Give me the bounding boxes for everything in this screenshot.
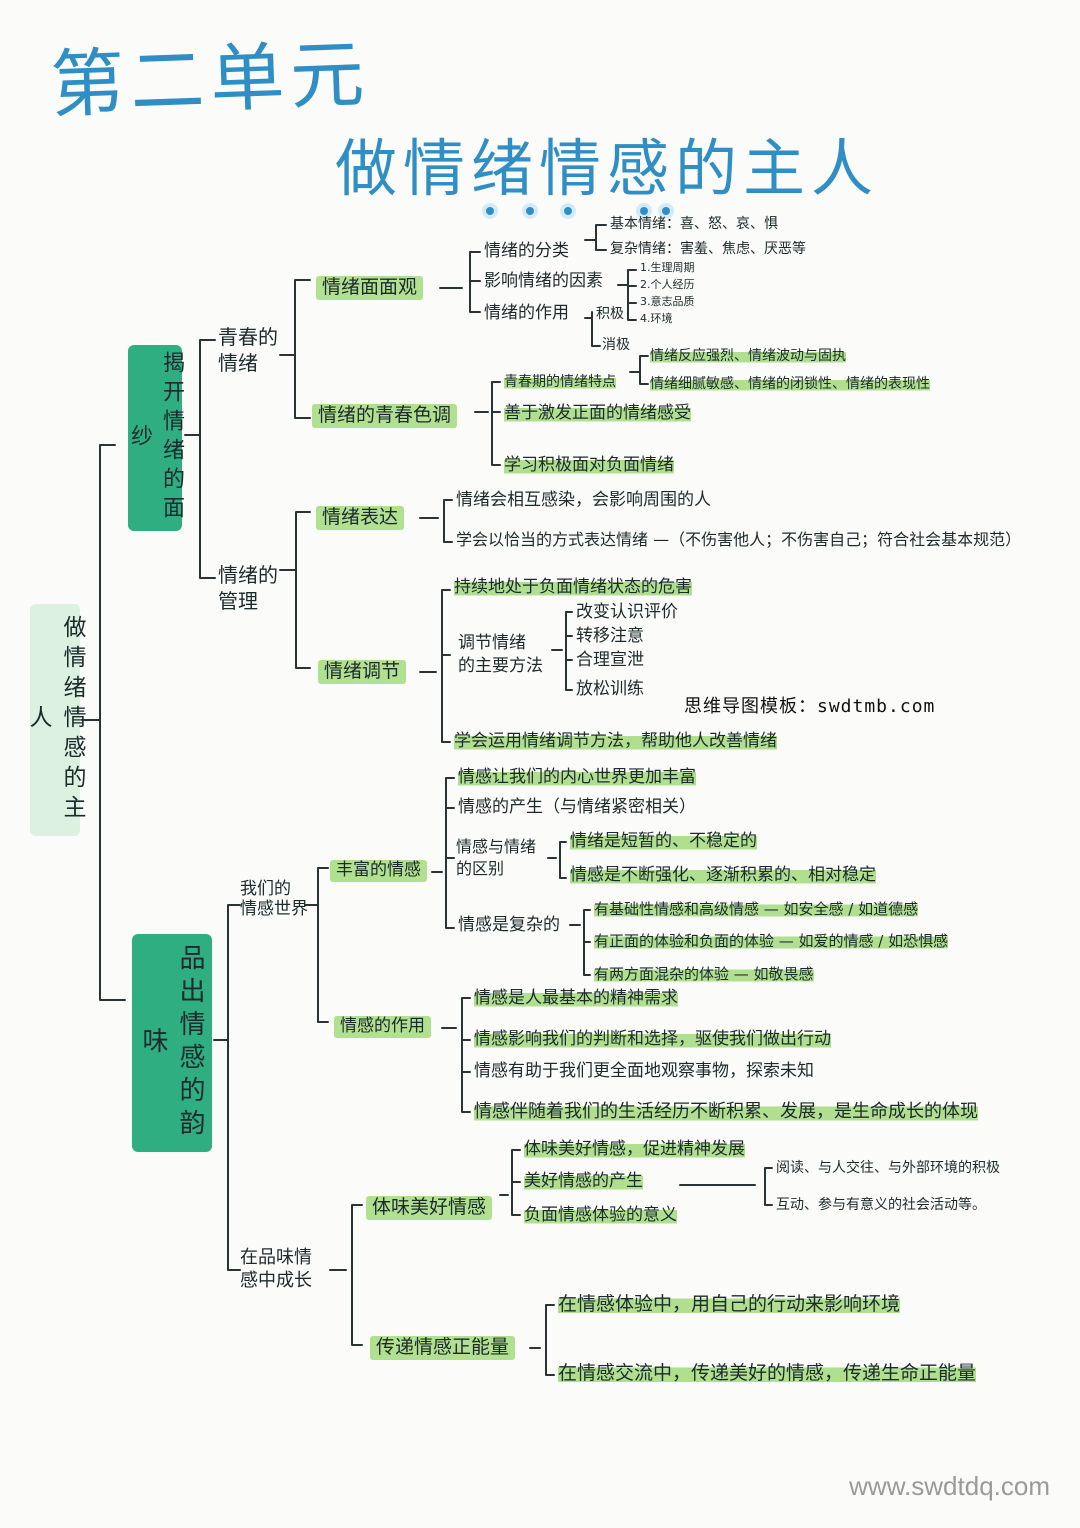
node-fengfu-qinggan: 丰富的情感 bbox=[330, 860, 427, 882]
branch-node-1: 揭开情绪的面纱 bbox=[127, 345, 184, 531]
subtopic-qingxu-guanli: 情绪的 管理 bbox=[218, 563, 278, 613]
node-leaf: 有两方面混杂的体验 — 如敬畏感 bbox=[594, 965, 814, 983]
node-leaf: 消极 bbox=[602, 337, 630, 353]
subtopic-qinggan-shijie: 我们的 情感世界 bbox=[240, 879, 308, 919]
watermark-template: 思维导图模板：swdtmb.com bbox=[684, 692, 936, 718]
node-item: 在情感交流中，传递美好的情感，传递生命正能量 bbox=[558, 1362, 977, 1384]
node-item: 学会运用情绪调节方法，帮助他人改善情绪 bbox=[454, 731, 777, 751]
node-leaf: 基本情绪：喜、怒、哀、惧 bbox=[610, 216, 778, 232]
node-qingxu-biaoda: 情绪表达 bbox=[316, 506, 405, 530]
node-item: 学会以恰当的方式表达情绪 —（不伤害他人；不伤害自己；符合社会基本规范） bbox=[456, 530, 1022, 549]
node-qingxu-tiaojie: 情绪调节 bbox=[318, 660, 407, 684]
node-item: 青春期的情绪特点 bbox=[504, 374, 616, 390]
node-item: 情感是复杂的 bbox=[458, 915, 560, 935]
node-item: 情绪的作用 bbox=[484, 303, 569, 323]
decoration-dot bbox=[662, 207, 670, 215]
node-item: 美好情感的产生 bbox=[524, 1171, 643, 1191]
node-leaf: 有正面的体验和负面的体验 — 如爱的情感 / 如恐惧感 bbox=[594, 932, 949, 950]
node-leaf: 2.个人经历 bbox=[640, 278, 695, 291]
decoration-dot bbox=[564, 207, 572, 215]
node-leaf: 复杂情绪：害羞、焦虑、厌恶等 bbox=[610, 241, 806, 257]
node-item: 体味美好情感，促进精神发展 bbox=[524, 1139, 745, 1159]
decoration-dot bbox=[526, 207, 534, 215]
node-leaf: 阅读、与人交往、与外部环境的积极 bbox=[776, 1160, 1000, 1176]
node-item: 持续地处于负面情绪状态的危害 bbox=[454, 577, 692, 597]
node-item: 调节情绪 的主要方法 bbox=[458, 633, 543, 676]
main-title: 做情绪情感的主人 bbox=[335, 132, 880, 205]
node-qingchun-sediao: 情绪的青春色调 bbox=[312, 404, 458, 428]
decoration-dot bbox=[640, 207, 648, 215]
subtopic-pinwei-chengzhang: 在品味情 感中成长 bbox=[240, 1247, 312, 1292]
node-item: 情感是人最基本的精神需求 bbox=[474, 988, 678, 1008]
node-leaf: 放松训练 bbox=[576, 679, 644, 699]
node-item: 善于激发正面的情绪感受 bbox=[504, 403, 691, 423]
node-item: 情感伴随着我们的生活经历不断积累、发展，是生命成长的体现 bbox=[474, 1101, 978, 1122]
subtopic-qingchun-qingxu: 青春的 情绪 bbox=[218, 325, 278, 375]
node-leaf: 4.环境 bbox=[640, 312, 673, 325]
node-item: 情感让我们的内心世界更加丰富 bbox=[458, 767, 696, 787]
node-leaf: 互动、参与有意义的社会活动等。 bbox=[776, 1197, 986, 1213]
branch-node-2: 品出情感的韵味 bbox=[132, 934, 212, 1152]
node-leaf: 转移注意 bbox=[576, 626, 644, 646]
node-leaf: 1.生理周期 bbox=[640, 261, 695, 274]
node-leaf: 积极 bbox=[596, 306, 624, 322]
node-item: 影响情绪的因素 bbox=[484, 271, 603, 291]
node-leaf: 情绪是短暂的、不稳定的 bbox=[570, 831, 757, 851]
node-item: 学习积极面对负面情绪 bbox=[504, 455, 674, 475]
root-node: 做情绪情感的主人 bbox=[25, 604, 85, 836]
node-item: 情感与情绪 的区别 bbox=[456, 837, 537, 879]
node-item: 在情感体验中，用自己的行动来影响环境 bbox=[558, 1293, 901, 1315]
node-qinggan-zuoyong: 情感的作用 bbox=[334, 1016, 431, 1038]
watermark-site: www.swdtdq.com bbox=[849, 1471, 1050, 1501]
decoration-dot bbox=[486, 207, 494, 215]
node-leaf: 改变认识评价 bbox=[576, 602, 678, 622]
node-qingxu-mianmianguan: 情绪面面观 bbox=[316, 276, 424, 300]
node-leaf: 有基础性情感和高级情感 — 如安全感 / 如道德感 bbox=[594, 900, 919, 918]
node-leaf: 情感是不断强化、逐渐积累的、相对稳定 bbox=[570, 865, 876, 885]
node-leaf: 合理宣泄 bbox=[576, 650, 644, 670]
node-leaf: 3.意志品质 bbox=[640, 295, 695, 308]
node-tiwei-meihao: 体味美好情感 bbox=[366, 1196, 493, 1220]
node-chuandi-zhengnengliang: 传递情感正能量 bbox=[370, 1336, 516, 1360]
node-item: 负面情感体验的意义 bbox=[524, 1205, 677, 1225]
node-leaf: 情绪反应强烈、情绪波动与固执 bbox=[650, 348, 846, 364]
node-item: 情绪会相互感染，会影响周围的人 bbox=[456, 490, 711, 510]
node-item: 情感影响我们的判断和选择，驱使我们做出行动 bbox=[474, 1029, 831, 1049]
node-item: 情感的产生（与情绪紧密相关） bbox=[458, 797, 696, 817]
node-item: 情绪的分类 bbox=[484, 241, 569, 261]
node-leaf: 情绪细腻敏感、情绪的闭锁性、情绪的表现性 bbox=[650, 376, 930, 392]
node-item: 情感有助于我们更全面地观察事物，探索未知 bbox=[474, 1061, 814, 1081]
